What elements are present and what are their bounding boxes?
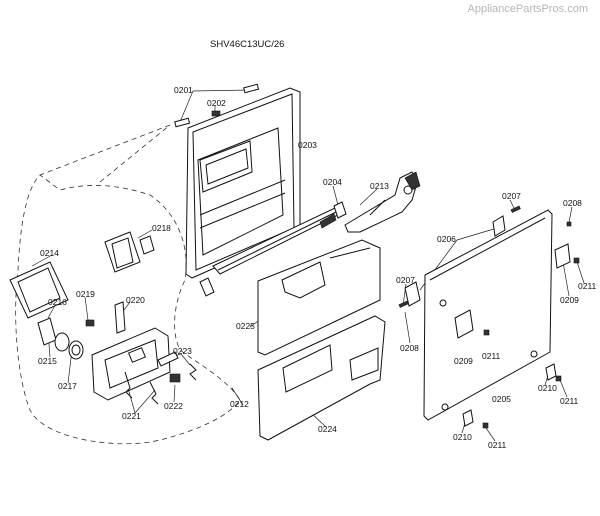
spring-0220 bbox=[114, 301, 126, 334]
inner-door-0203 bbox=[185, 87, 301, 279]
label-0207-b: 0207 bbox=[396, 275, 415, 285]
label-0203: 0203 bbox=[298, 140, 317, 150]
label-0225: 0225 bbox=[236, 321, 255, 331]
insulation-0225 bbox=[257, 239, 381, 356]
part-0222 bbox=[169, 373, 181, 383]
hinge-0209b bbox=[554, 243, 571, 269]
small-latch bbox=[199, 277, 215, 297]
hinge-0209a bbox=[454, 309, 474, 339]
clip-0210a bbox=[545, 363, 557, 381]
label-0221: 0221 bbox=[122, 411, 141, 421]
label-0211-b: 0211 bbox=[482, 351, 501, 361]
ring-0215 bbox=[54, 332, 70, 352]
screw-0201 bbox=[174, 83, 260, 128]
springs-0221 bbox=[124, 371, 159, 405]
subassembly-boundary-0212 bbox=[15, 124, 241, 445]
clip-0210b bbox=[462, 409, 474, 427]
clip-0202 bbox=[211, 110, 221, 117]
label-0206: 0206 bbox=[437, 234, 456, 244]
model-number: SHV46C13UC/26 bbox=[210, 39, 285, 50]
label-0212: 0212 bbox=[230, 399, 249, 409]
label-0215: 0215 bbox=[38, 356, 57, 366]
label-0205: 0205 bbox=[492, 394, 511, 404]
insulation-0224 bbox=[257, 315, 386, 441]
hinge-0206b bbox=[404, 281, 421, 307]
part-0216 bbox=[37, 317, 57, 346]
label-0218: 0218 bbox=[152, 223, 171, 233]
label-0204: 0204 bbox=[323, 177, 342, 187]
label-0208-a: 0208 bbox=[563, 198, 582, 208]
label-0210-a: 0210 bbox=[538, 383, 557, 393]
label-0223: 0223 bbox=[173, 346, 192, 356]
ring-0217 bbox=[68, 340, 84, 360]
label-0217: 0217 bbox=[58, 381, 77, 391]
label-0209-a: 0209 bbox=[560, 295, 579, 305]
outer-door-0205 bbox=[423, 209, 553, 421]
latch-bracket-0213 bbox=[344, 171, 421, 233]
label-0216: 0216 bbox=[48, 297, 67, 307]
label-0210-b: 0210 bbox=[453, 432, 472, 442]
spring-0223 bbox=[189, 363, 197, 381]
hinge-0206 bbox=[492, 215, 506, 237]
label-0202: 0202 bbox=[207, 98, 226, 108]
screws bbox=[398, 205, 580, 429]
gasket-0214 bbox=[9, 261, 69, 319]
label-0207-a: 0207 bbox=[502, 191, 521, 201]
label-0211-c: 0211 bbox=[560, 396, 579, 406]
lever-0223 bbox=[157, 351, 179, 367]
cover-0218 bbox=[104, 231, 155, 273]
watermark: AppliancePartsPros.com bbox=[467, 3, 588, 15]
label-0211-d: 0211 bbox=[488, 440, 507, 450]
label-0224: 0224 bbox=[318, 424, 337, 434]
label-0213: 0213 bbox=[370, 181, 389, 191]
part-0204 bbox=[333, 201, 347, 219]
label-0220: 0220 bbox=[126, 295, 145, 305]
dispenser-housing bbox=[91, 327, 171, 401]
label-0214: 0214 bbox=[40, 248, 59, 258]
label-0219: 0219 bbox=[76, 289, 95, 299]
label-0201: 0201 bbox=[174, 85, 193, 95]
rail-end bbox=[319, 213, 337, 229]
label-0209-b: 0209 bbox=[454, 356, 473, 366]
label-0211-a: 0211 bbox=[578, 281, 597, 291]
label-0208-b: 0208 bbox=[400, 343, 419, 353]
part-0219 bbox=[85, 319, 95, 327]
label-0222: 0222 bbox=[164, 401, 183, 411]
